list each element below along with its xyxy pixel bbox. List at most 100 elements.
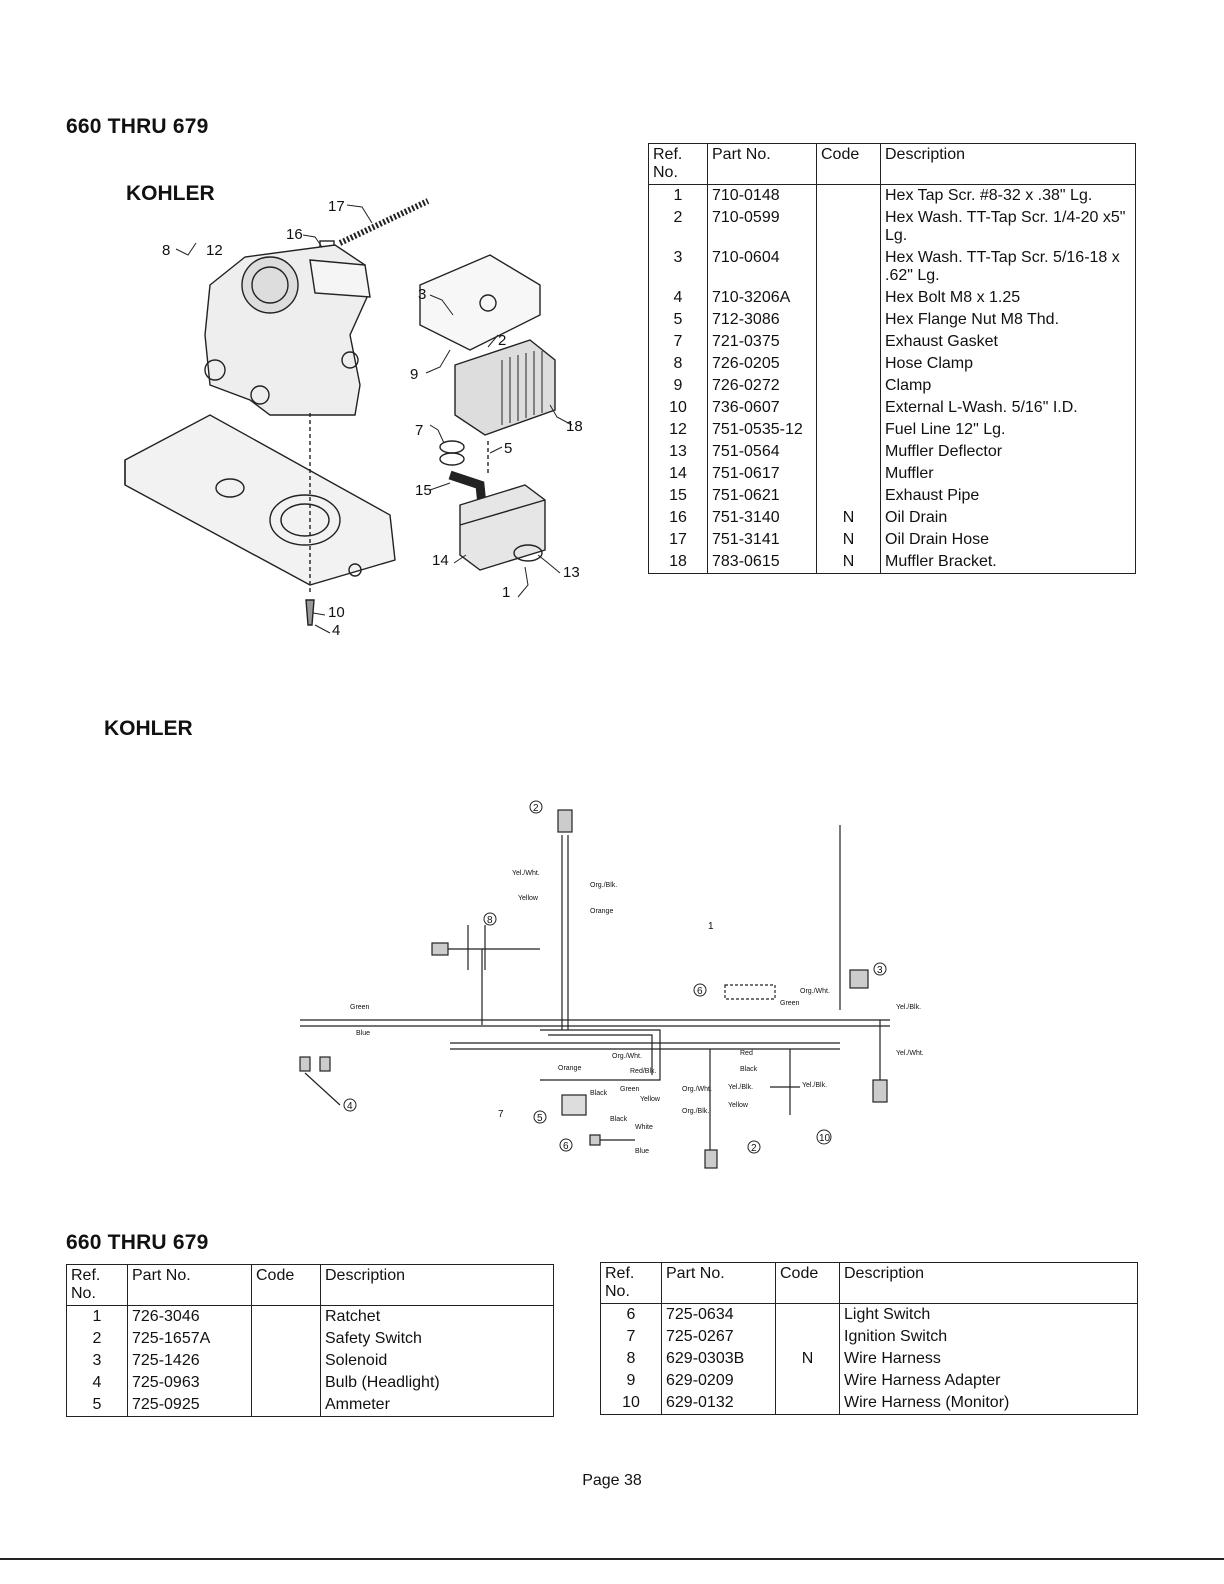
cell-part: 725-1426 <box>127 1350 252 1372</box>
cell-ref: 17 <box>648 529 708 551</box>
wire-label: Org./Blk. <box>590 882 617 889</box>
cell-desc: Safety Switch <box>320 1328 554 1350</box>
cell-code <box>251 1350 321 1372</box>
callout-7: 7 <box>415 422 423 439</box>
wire-label: Org./Wht. <box>800 988 830 995</box>
cell-part: 725-1657A <box>127 1328 252 1350</box>
cell-part: 629-0209 <box>661 1370 776 1392</box>
cell-ref: 12 <box>648 419 708 441</box>
cell-part: 710-0599 <box>707 207 817 247</box>
wire-label: Green <box>620 1086 640 1093</box>
col-ref: Ref. No. <box>600 1262 662 1304</box>
cell-part: 725-0634 <box>661 1303 776 1326</box>
cell-code <box>816 441 881 463</box>
wire-label: Black <box>590 1090 608 1097</box>
cell-code: N <box>816 507 881 529</box>
wiring-harness-diagram: Yel./Wht. Yellow Org./Blk. Orange Green … <box>299 800 924 1169</box>
cell-ref: 14 <box>648 463 708 485</box>
callout-10: 10 <box>328 604 345 621</box>
col-part: Part No. <box>127 1264 252 1306</box>
footer-rule <box>0 1558 1224 1560</box>
wiring-callout-1: 1 <box>708 921 714 932</box>
cell-code <box>816 375 881 397</box>
cell-code <box>816 353 881 375</box>
callout-5: 5 <box>504 440 512 457</box>
col-code: Code <box>251 1264 321 1306</box>
engine-exploded-diagram: 17 16 8 12 3 2 9 18 7 5 15 14 13 1 10 4 <box>124 198 583 639</box>
wire-label: Blue <box>356 1030 370 1037</box>
cell-desc: Muffler Deflector <box>880 441 1136 463</box>
wiring-callout-6b: 6 <box>563 1141 569 1152</box>
cell-ref: 16 <box>648 507 708 529</box>
wire-label: Orange <box>558 1065 581 1072</box>
cell-part: 751-0535-12 <box>707 419 817 441</box>
cell-ref: 5 <box>648 309 708 331</box>
callout-2: 2 <box>498 332 506 349</box>
wire-label: Green <box>350 1004 370 1011</box>
cell-code <box>816 287 881 309</box>
cell-part: 710-3206A <box>707 287 817 309</box>
cell-code <box>816 331 881 353</box>
cell-code <box>816 485 881 507</box>
wire-label: Black <box>610 1116 628 1123</box>
wire-label: Yel./Blk. <box>728 1084 753 1091</box>
wire-label: Orange <box>590 908 613 915</box>
cell-ref: 5 <box>66 1394 128 1417</box>
callout-17: 17 <box>328 198 345 215</box>
page-number: Page 38 <box>582 1472 642 1489</box>
cell-desc: Exhaust Gasket <box>880 331 1136 353</box>
cell-ref: 3 <box>66 1350 128 1372</box>
cell-part: 712-3086 <box>707 309 817 331</box>
callout-1: 1 <box>502 584 510 601</box>
cell-desc: Hex Flange Nut M8 Thd. <box>880 309 1136 331</box>
cell-ref: 6 <box>600 1303 662 1326</box>
cell-ref: 8 <box>648 353 708 375</box>
callout-3: 3 <box>418 286 426 303</box>
col-ref: Ref. No. <box>66 1264 128 1306</box>
cell-desc: Wire Harness (Monitor) <box>839 1392 1138 1415</box>
callout-9: 9 <box>410 366 418 383</box>
cell-desc: Ratchet <box>320 1305 554 1328</box>
cell-part: 710-0604 <box>707 247 817 287</box>
callout-14: 14 <box>432 552 449 569</box>
cell-code <box>775 1303 840 1326</box>
wire-label: Yel./Wht. <box>896 1050 924 1057</box>
cell-ref: 3 <box>648 247 708 287</box>
cell-part: 751-0621 <box>707 485 817 507</box>
cell-code <box>816 184 881 207</box>
cell-code <box>251 1328 321 1350</box>
cell-ref: 10 <box>600 1392 662 1415</box>
cell-part: 721-0375 <box>707 331 817 353</box>
cell-desc: Bulb (Headlight) <box>320 1372 554 1394</box>
cell-part: 783-0615 <box>707 551 817 574</box>
wire-label: Yel./Wht. <box>512 870 540 877</box>
cell-desc: Ammeter <box>320 1394 554 1417</box>
wire-label: Yellow <box>640 1096 661 1103</box>
col-code: Code <box>775 1262 840 1304</box>
cell-code: N <box>816 551 881 574</box>
cell-ref: 9 <box>648 375 708 397</box>
cell-desc: Oil Drain <box>880 507 1136 529</box>
cell-desc: Hose Clamp <box>880 353 1136 375</box>
wire-label: Red <box>740 1050 753 1057</box>
callout-12: 12 <box>206 242 223 259</box>
wiring-callout-8: 8 <box>487 915 493 926</box>
cell-ref: 18 <box>648 551 708 574</box>
